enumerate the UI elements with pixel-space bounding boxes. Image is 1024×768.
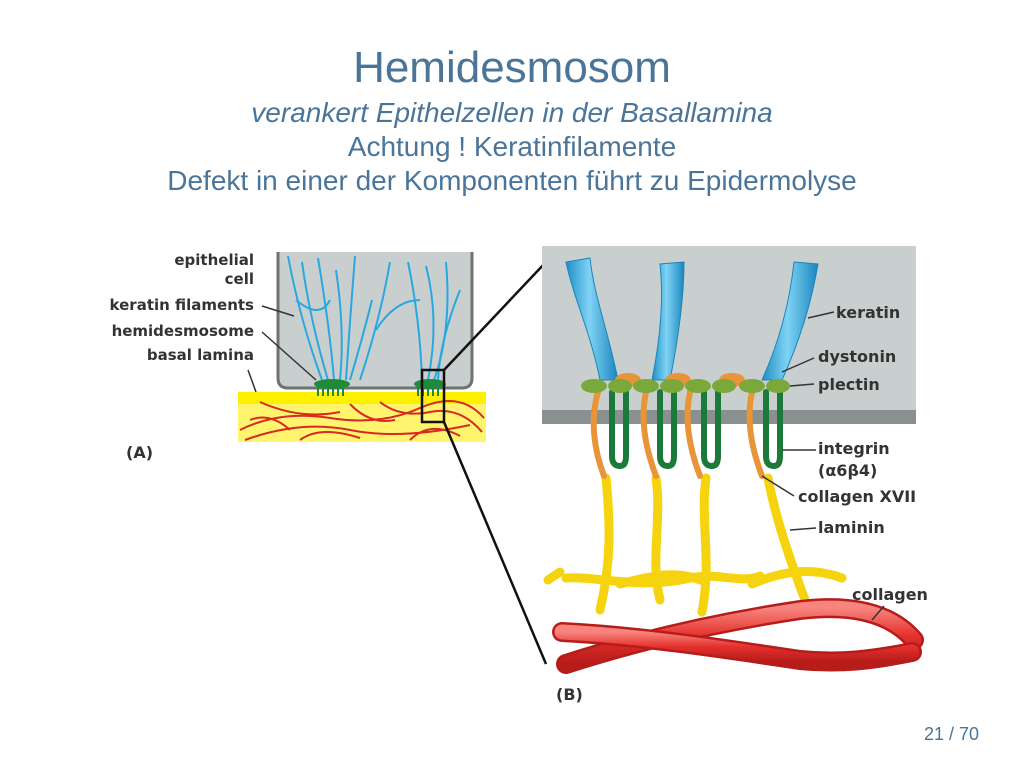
panel-b-leaders [761,311,885,621]
title-block: Hemidesmosom verankert Epithelzellen in … [0,40,1024,198]
label-keratin: keratin [836,303,900,322]
label-dystonin: dystonin [818,347,896,366]
label-collagen: collagen [852,585,928,604]
slide-subtitle-1: verankert Epithelzellen in der Basallami… [251,97,773,128]
label-laminin: laminin [818,518,885,537]
laminin-chains [543,473,847,617]
basal-lamina-top [238,392,486,404]
slide-title: Hemidesmosom [353,43,671,92]
page-number: 21 / 70 [923,724,979,744]
label-collagen-xvii: collagen XVII [798,487,916,506]
label-cell: cell [225,270,254,288]
lamina-fibres [239,400,485,441]
integrin-complexes [590,389,783,479]
zoom-box [420,368,446,424]
label-epithelial: epithelial [174,251,254,269]
label-integrin: integrin [818,439,890,458]
plaque-proteins [581,373,790,393]
cell-membrane [542,410,916,424]
panel-b: keratin dystonin plectin integrin (α6β4)… [542,246,928,704]
label-keratin-filaments: keratin filaments [110,296,255,314]
zoom-line-top [443,261,547,371]
epithelial-cell [276,252,474,390]
panel-a-label: (A) [126,443,153,462]
panel-a: epithelial cell keratin filaments hemide… [110,251,548,665]
label-plectin: plectin [818,375,880,394]
label-integrin-subunits: (α6β4) [818,461,877,480]
collagen-fibres [552,598,924,674]
zoom-line-bottom [442,421,548,665]
panel-b-label: (B) [556,685,583,704]
keratin-filaments [287,255,461,381]
label-basal-lamina: basal lamina [147,346,254,364]
slide-subtitle-2: Achtung ! Keratinfilamente [347,131,677,162]
slide-subtitle-3: Defekt in einer der Komponenten führt zu… [167,165,857,196]
panel-a-leaders [247,305,317,393]
label-hemidesmosome: hemidesmosome [112,322,254,340]
